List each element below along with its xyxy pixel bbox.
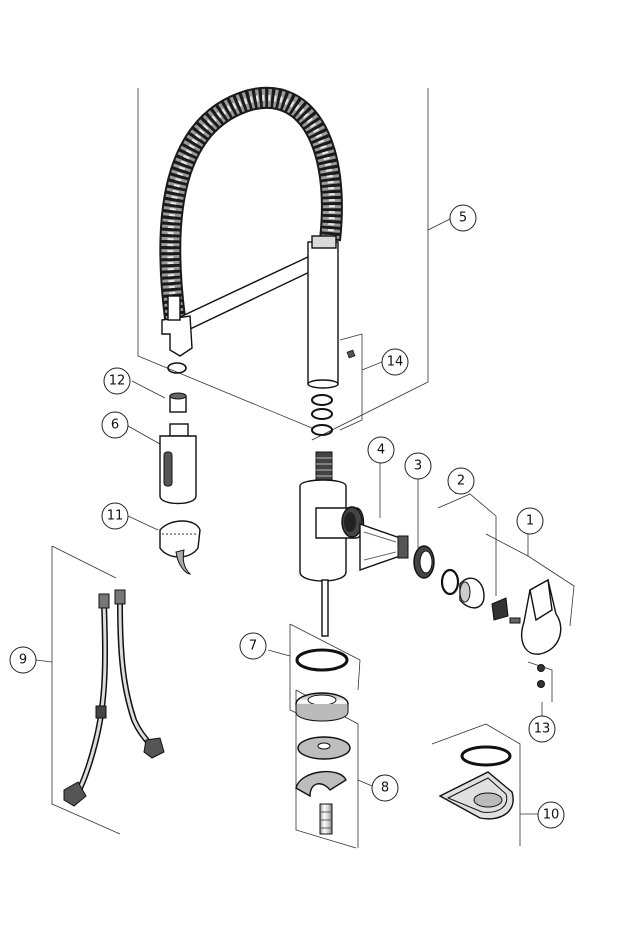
- svg-text:5: 5: [459, 211, 467, 226]
- o-rings-set: [311, 349, 356, 436]
- svg-text:1: 1: [526, 514, 534, 529]
- cartridge: [359, 523, 409, 571]
- spray-face: [159, 520, 201, 575]
- callout-13: 13: [528, 715, 556, 743]
- svg-text:7: 7: [249, 639, 257, 654]
- spring-spout: [159, 87, 343, 389]
- base-plate: [438, 745, 514, 820]
- base-gasket: [295, 648, 349, 722]
- callout-3: 3: [404, 452, 432, 480]
- cover-cap: [440, 568, 485, 609]
- svg-text:10: 10: [543, 808, 560, 823]
- callout-7: 7: [239, 632, 267, 660]
- callout-1: 1: [516, 507, 544, 535]
- svg-text:6: 6: [111, 418, 119, 433]
- svg-text:14: 14: [387, 355, 404, 370]
- callout-4: 4: [367, 436, 395, 464]
- locking-ring: [413, 545, 435, 579]
- svg-text:13: 13: [534, 722, 551, 737]
- svg-text:3: 3: [414, 459, 422, 474]
- callout-8: 8: [371, 774, 399, 802]
- spray-head: [159, 423, 197, 505]
- svg-text:9: 9: [19, 653, 27, 668]
- svg-text:12: 12: [109, 374, 126, 389]
- set-screws: [537, 664, 545, 688]
- spray-nut: [169, 392, 187, 413]
- callout-2: 2: [447, 467, 475, 495]
- faucet-body: [299, 451, 365, 637]
- leader-lines: [35, 88, 575, 849]
- svg-text:2: 2: [457, 474, 465, 489]
- callout-14: 14: [381, 348, 409, 376]
- lever-handle: [491, 578, 562, 655]
- supply-hoses: [63, 589, 165, 807]
- callout-10: 10: [537, 801, 565, 829]
- callout-5: 5: [449, 204, 477, 232]
- svg-text:11: 11: [107, 509, 124, 524]
- callout-11: 11: [101, 502, 129, 530]
- callout-6: 6: [101, 411, 129, 439]
- svg-text:8: 8: [381, 781, 389, 796]
- mounting-hardware: [295, 736, 351, 835]
- callout-12: 12: [103, 367, 131, 395]
- svg-text:4: 4: [377, 443, 385, 458]
- callout-9: 9: [9, 646, 37, 674]
